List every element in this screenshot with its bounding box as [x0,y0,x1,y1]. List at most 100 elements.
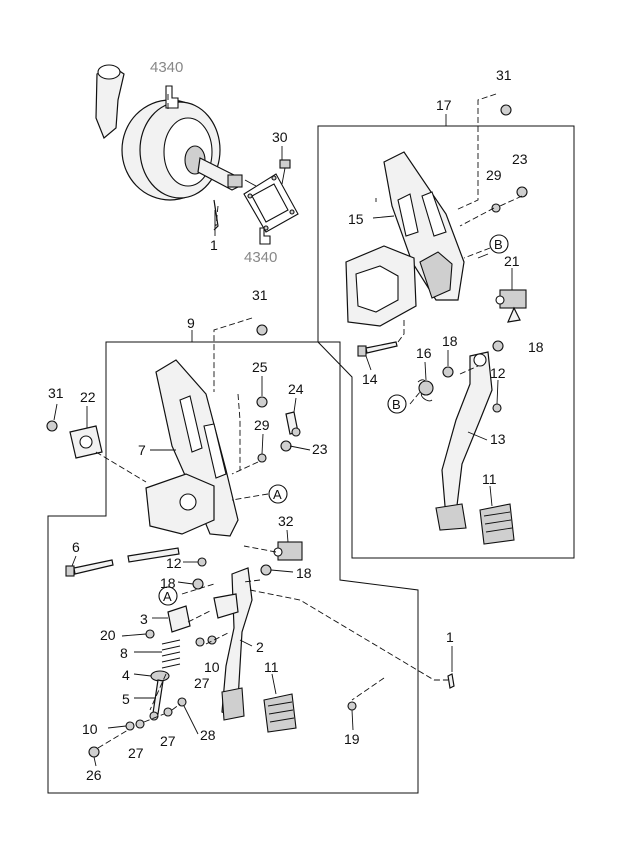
part-label-18: 18 [160,575,176,591]
part-label-27: 27 [194,675,210,691]
part-label-2: 2 [256,639,264,655]
bolt-14 [357,341,398,357]
ref-label-4340: 4340 [150,59,183,76]
dashed-guide [351,677,385,701]
return-spring-16 [417,379,434,402]
marker-b-label: B [494,237,503,252]
dashed-guide [213,317,253,392]
part-label-1: 1 [446,629,454,645]
dashed-guide [499,195,523,207]
part-label-5: 5 [122,691,130,707]
leader-line [467,431,488,441]
washer-27-low [135,719,145,729]
nut-23-right [516,186,528,198]
bolt-24 [285,411,301,437]
dashed-guide [97,729,129,749]
dashed-guide [205,631,231,645]
leader-line [351,709,354,731]
leader-line [239,639,253,647]
part-label-30: 30 [272,129,288,145]
dashed-guide [187,609,213,623]
part-label-15: 15 [348,211,364,227]
seat-4 [150,670,170,682]
leader-line [183,705,199,735]
nut-12-left [197,557,207,567]
bushing-18-mid [260,564,272,576]
bushing-18-right [442,340,504,378]
leader-line [489,485,493,507]
shaft-pivot [127,547,180,563]
pedal-pad-11-right [479,503,515,545]
nut-12-right [492,403,502,413]
marker-a-label: A [163,589,172,604]
brake-booster [95,64,257,201]
part-label-18: 18 [296,565,312,581]
part-label-27: 27 [160,733,176,749]
leader-line [270,569,294,573]
dashed-guide [459,207,495,227]
pedal-bracket-15 [345,151,465,327]
washer-27-low2 [163,707,173,717]
rod-5 [149,679,164,721]
hand-pointer-icon [259,227,271,245]
part-label-12: 12 [166,555,182,571]
dashed-guide [95,451,147,483]
part-label-31: 31 [48,385,64,401]
part-label-3: 3 [140,611,148,627]
dashed-guide [149,673,167,711]
leader-line [53,403,58,421]
nut-26 [88,746,100,758]
part-label-20: 20 [100,627,116,643]
leader-line [107,725,127,729]
bolt-30 [279,159,291,185]
dashed-guide [215,205,219,227]
nut-31-top [500,104,512,116]
hand-pointer-icon [165,85,179,109]
part-label-1: 1 [210,237,218,253]
leader-line [71,555,77,567]
dashed-guide [409,391,421,405]
part-label-12: 12 [490,365,506,381]
dashed-guide [231,493,269,501]
clip-3 [167,605,191,633]
nut-29-right [491,203,501,213]
part-label-18: 18 [528,339,544,355]
nut-31-left [46,420,58,432]
brake-pedal-13 [435,351,493,531]
dashed-guide [463,247,491,259]
leader-line [365,355,372,371]
dashed-guide [459,365,479,375]
dashed-guide [143,713,165,723]
marker-b-label: B [392,397,401,412]
part-label-23: 23 [312,441,328,457]
leader-line [261,433,264,455]
part-label-10: 10 [204,659,220,675]
washer-10-low [125,721,135,731]
part-label-32: 32 [278,513,294,529]
leader-line [424,361,427,381]
leader-line [271,673,277,695]
part-label-27: 27 [128,745,144,761]
leader-line [177,581,194,585]
part-label-13: 13 [490,431,506,447]
part-label-24: 24 [288,381,304,397]
nut-29-left [257,453,267,463]
part-label-11: 11 [482,471,497,487]
spring-8 [161,639,181,669]
dashed-guide [237,393,241,470]
part-label-21: 21 [504,253,520,269]
dashed-guide [455,93,497,211]
marker-a-label: A [273,487,282,502]
clevis-pin-1-low [447,673,455,689]
leader-line [93,756,97,767]
leader-line [477,253,489,259]
dashed-guide [249,589,448,681]
part-label-26: 26 [86,767,102,783]
dashed-guide [243,579,261,583]
part-label-6: 6 [72,539,80,555]
part-label-14: 14 [362,371,378,387]
leader-line [289,445,311,451]
pedal-pad-11-left [263,693,297,733]
clutch-pedal-2 [213,567,253,721]
